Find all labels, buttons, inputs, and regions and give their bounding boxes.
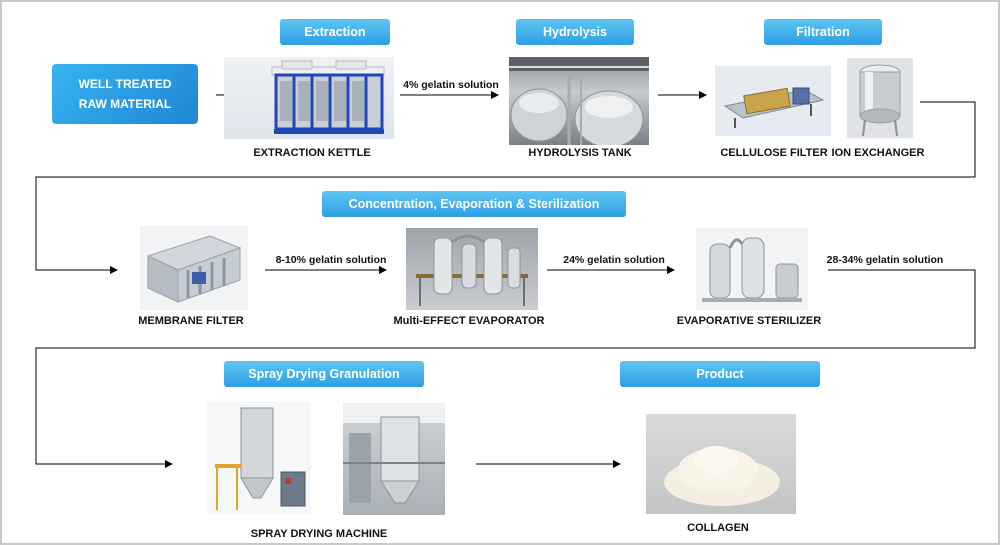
hydrolysis-tank-image <box>509 57 649 145</box>
raw-material-line2: RAW MATERIAL <box>78 97 172 111</box>
membrane-filter-image <box>140 226 248 310</box>
membrane-filter-illustration <box>146 235 242 303</box>
caption-cellulose-filter: CELLULOSE FILTER <box>720 147 828 159</box>
extraction-kettle-image <box>224 57 394 139</box>
stage-spray-drying: Spray Drying Granulation <box>224 361 424 387</box>
spray-dryer-tower-illustration <box>215 407 306 510</box>
cellulose-filter-illustration <box>723 87 825 128</box>
collagen-image <box>646 414 796 514</box>
connector-row1-to-row2 <box>35 101 976 274</box>
caption-evaporative-sterilizer: EVAPORATIVE STERILIZER <box>676 315 822 327</box>
caption-extraction-kettle: EXTRACTION KETTLE <box>253 147 371 159</box>
multi-effect-evaporator-illustration <box>416 234 528 306</box>
ion-exchanger-illustration <box>859 64 901 137</box>
stage-extraction: Extraction <box>280 19 390 45</box>
spray-drying-machine-image-1 <box>207 402 311 514</box>
evaporative-sterilizer-image <box>696 228 808 310</box>
evaporative-sterilizer-illustration <box>702 237 802 302</box>
multi-effect-evaporator-image <box>406 228 538 310</box>
raw-material-box: WELL TREATED RAW MATERIAL <box>52 64 198 124</box>
stage-product: Product <box>620 361 820 387</box>
stage-concentration: Concentration, Evaporation & Sterilizati… <box>322 191 626 217</box>
flow-label-24-percent: 24% gelatin solution <box>563 254 665 266</box>
spray-dryer-interior-illustration <box>343 403 445 504</box>
flow-label-4-percent: 4% gelatin solution <box>403 79 499 91</box>
caption-membrane-filter: MEMBRANE FILTER <box>138 315 244 327</box>
collagen-powder-illustration <box>664 446 780 506</box>
hydrolysis-tank-illustration <box>509 57 649 145</box>
caption-spray-drying-machine: SPRAY DRYING MACHINE <box>250 528 388 540</box>
extraction-kettle-illustration <box>271 60 385 134</box>
stage-filtration: Filtration <box>764 19 882 45</box>
caption-multi-effect-evaporator: Multi-EFFECT EVAPORATOR <box>393 315 545 327</box>
spray-drying-machine-image-2 <box>343 403 445 515</box>
flow-label-8-10-percent: 8-10% gelatin solution <box>275 254 387 266</box>
ion-exchanger-image <box>847 58 913 138</box>
stage-hydrolysis: Hydrolysis <box>516 19 634 45</box>
flow-label-28-34-percent: 28-34% gelatin solution <box>826 254 944 266</box>
connector-row2-to-row3 <box>35 269 976 468</box>
cellulose-filter-image <box>715 66 831 136</box>
raw-material-line1: WELL TREATED <box>78 77 172 91</box>
caption-hydrolysis-tank: HYDROLYSIS TANK <box>528 147 632 159</box>
caption-collagen: COLLAGEN <box>687 522 749 534</box>
caption-ion-exchanger: ION EXCHANGER <box>831 147 925 159</box>
